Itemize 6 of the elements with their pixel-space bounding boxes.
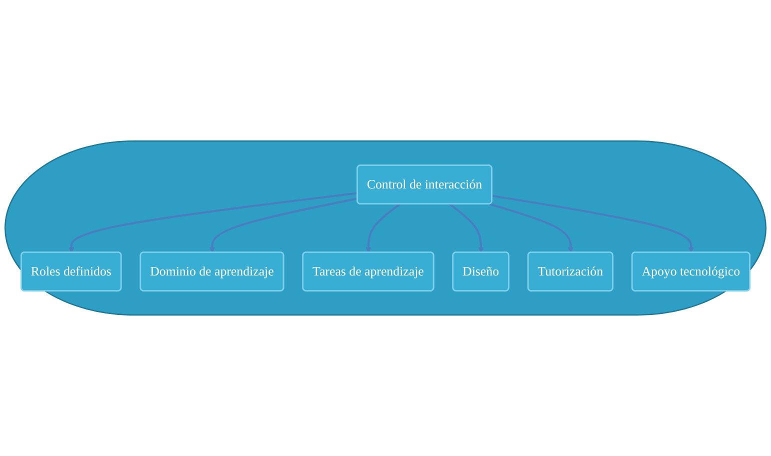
arrow [68,192,358,253]
arrow [489,203,574,253]
arrow [449,203,484,253]
arrow [209,198,358,253]
arrow [492,194,694,253]
arrow [366,203,400,253]
